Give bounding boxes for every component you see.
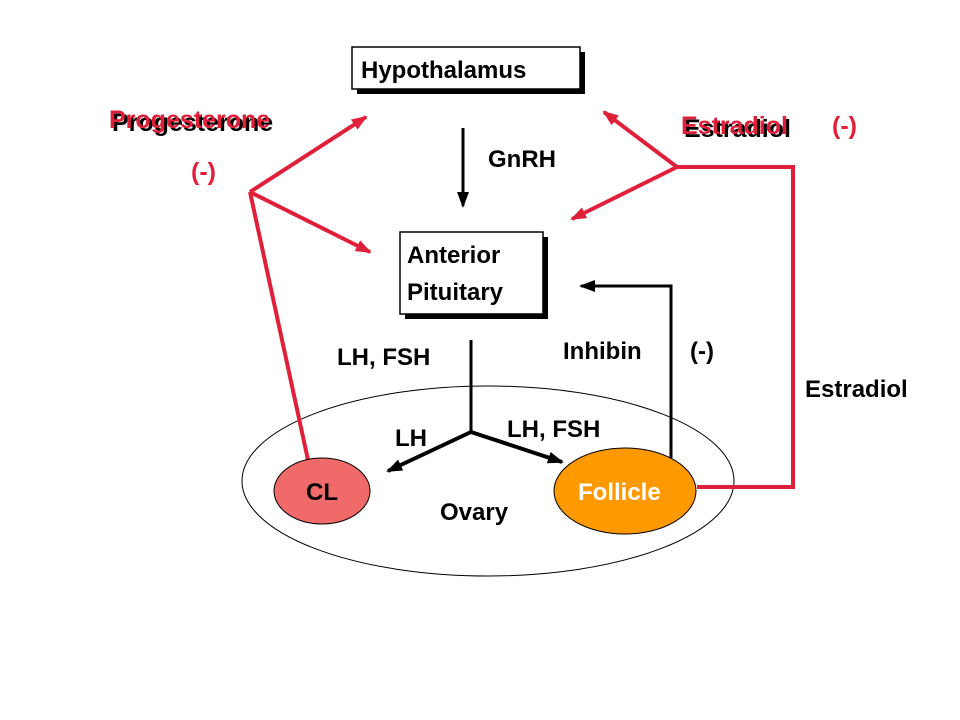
progesterone-label: Progesterone	[109, 106, 270, 134]
follicle	[553, 447, 697, 535]
estradiol-feedback	[570, 110, 795, 489]
inhibin-arrow	[579, 280, 673, 458]
estradiol-inhibit-sign: (-)	[832, 112, 857, 140]
progesterone-label-group: Progesterone Progesterone	[109, 106, 273, 137]
progesterone-feedback	[248, 115, 372, 461]
progesterone-inhibit-sign: (-)	[191, 158, 216, 186]
gnrh-label: GnRH	[488, 146, 556, 173]
lh-label: LH	[395, 425, 427, 452]
inhibin-label: Inhibin	[563, 338, 642, 365]
lh-fsh-upper-label: LH, FSH	[337, 344, 430, 371]
estradiol-side-label: Estradiol	[805, 376, 908, 403]
corpus-luteum-label: CL	[306, 479, 338, 506]
lh-arrow	[386, 430, 472, 473]
lh-fsh-lower-label: LH, FSH	[507, 416, 600, 443]
estradiol-top-label-group: Estradiol Estradiol	[681, 112, 791, 143]
lh-fsh-arrow	[470, 430, 564, 464]
corpus-luteum	[273, 457, 371, 525]
anterior-pituitary-box: Anterior Pituitary	[399, 231, 548, 319]
estradiol-top-label: Estradiol	[681, 112, 788, 140]
pituitary-label: Pituitary	[407, 279, 504, 306]
hypothalamus-box: Hypothalamus	[351, 46, 585, 94]
follicle-label: Follicle	[578, 479, 661, 506]
anterior-label: Anterior	[407, 242, 500, 269]
svg-text:Progesterone: Progesterone	[112, 109, 273, 137]
inhibin-inhibit-sign: (-)	[690, 338, 714, 365]
ovary-label: Ovary	[440, 499, 509, 526]
hypothalamus-label: Hypothalamus	[361, 57, 526, 84]
svg-text:Estradiol: Estradiol	[684, 115, 791, 143]
